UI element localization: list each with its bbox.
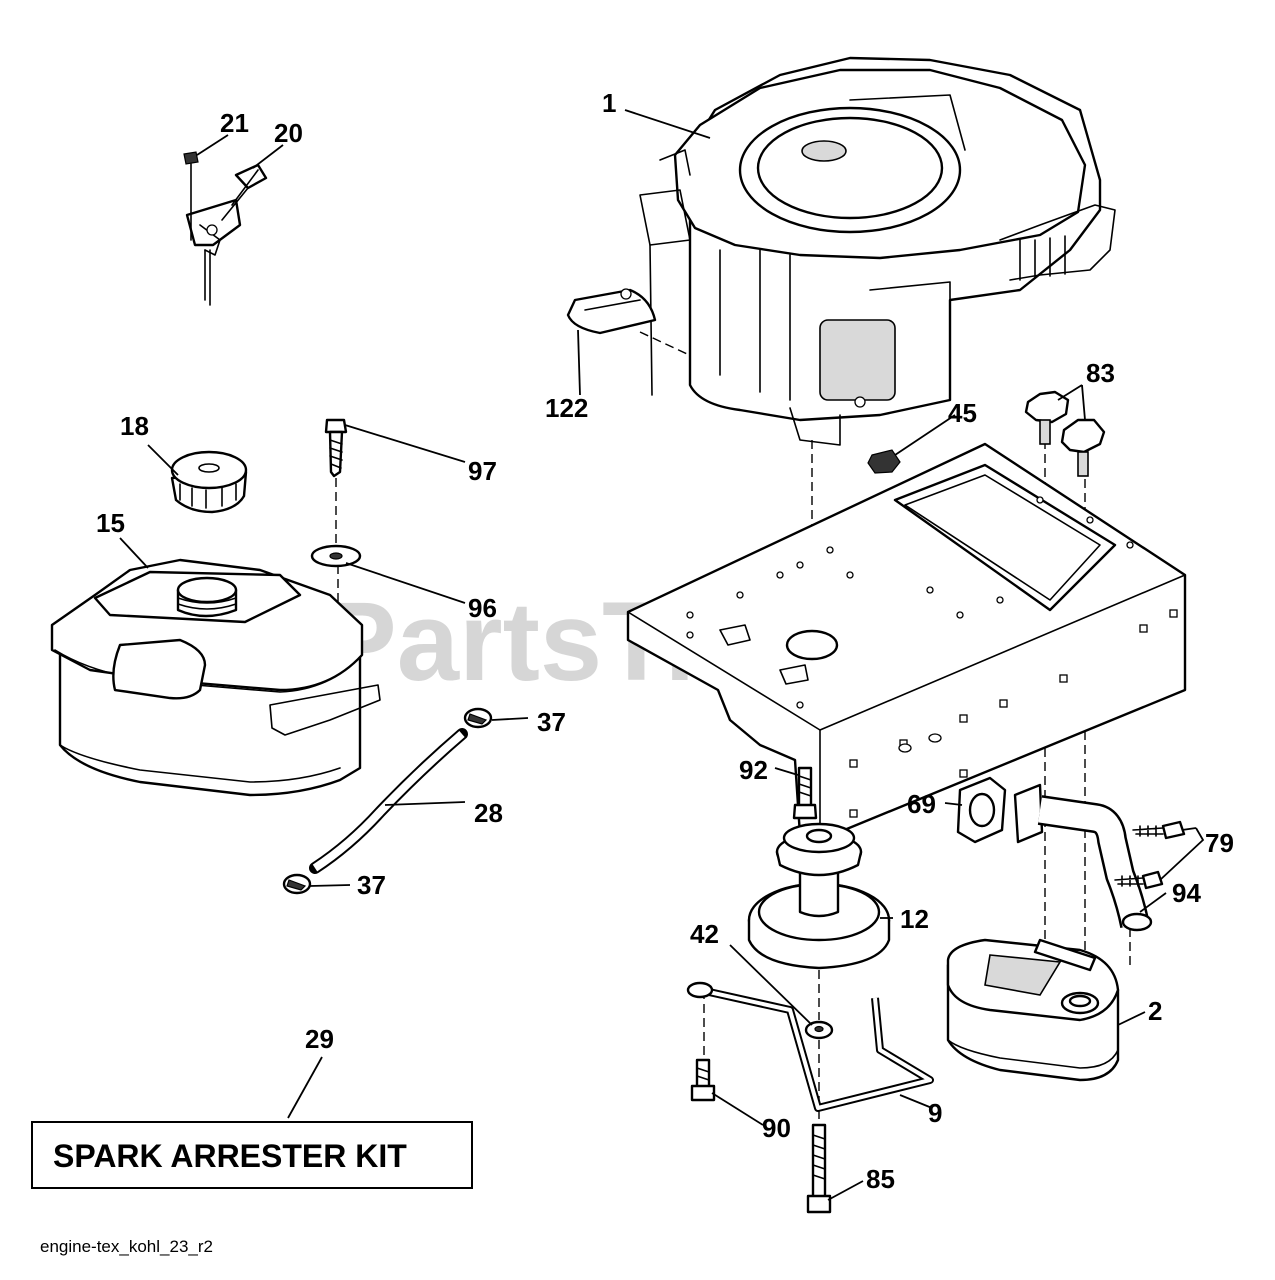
part-15-fuel-tank bbox=[50, 558, 381, 797]
callout-90: 90 bbox=[762, 1113, 791, 1143]
callout-20: 20 bbox=[274, 118, 303, 148]
callout-45: 45 bbox=[948, 398, 977, 428]
callout-15: 15 bbox=[96, 508, 125, 538]
part-92-bolt bbox=[792, 766, 818, 820]
part-28-fuel-line bbox=[309, 728, 468, 874]
callout-37-upper: 37 bbox=[537, 707, 566, 737]
callout-37-lower: 37 bbox=[357, 870, 386, 900]
callout-1: 1 bbox=[602, 88, 616, 118]
engine-deck-frame bbox=[626, 442, 1187, 842]
part-122-strap bbox=[566, 288, 657, 335]
part-90-bolt bbox=[690, 1058, 716, 1102]
part-69-gasket bbox=[956, 776, 1007, 844]
part-79-screws bbox=[1114, 820, 1186, 890]
callout-29: 29 bbox=[305, 1024, 334, 1054]
callout-9: 9 bbox=[928, 1098, 942, 1128]
part-37-clamp-upper bbox=[463, 707, 493, 729]
engine bbox=[639, 56, 1116, 446]
callout-21: 21 bbox=[220, 108, 249, 138]
callout-83: 83 bbox=[1086, 358, 1115, 388]
spark-arrester-kit-box: SPARK ARRESTER KIT bbox=[31, 1121, 473, 1189]
spark-arrester-kit-label: SPARK ARRESTER KIT bbox=[53, 1138, 407, 1174]
part-2-muffler bbox=[946, 938, 1120, 1082]
part-94-exhaust-pipe bbox=[1013, 783, 1153, 932]
part-12-pulley bbox=[747, 822, 891, 970]
part-20-throttle-control bbox=[185, 163, 268, 306]
callout-97: 97 bbox=[468, 456, 497, 486]
callout-92: 92 bbox=[739, 755, 768, 785]
part-18-fuel-cap bbox=[170, 450, 248, 514]
callout-28: 28 bbox=[474, 798, 503, 828]
callout-94: 94 bbox=[1172, 878, 1201, 908]
callout-79: 79 bbox=[1205, 828, 1234, 858]
leader-lines bbox=[119, 109, 1205, 1201]
part-97-screw bbox=[324, 418, 348, 478]
callout-69: 69 bbox=[907, 789, 936, 819]
diagram-filename: engine-tex_kohl_23_r2 bbox=[40, 1237, 213, 1256]
callout-18: 18 bbox=[120, 411, 149, 441]
part-37-clamp-lower bbox=[282, 873, 312, 895]
part-85-bolt bbox=[806, 1123, 832, 1214]
part-42-washer bbox=[804, 1020, 834, 1040]
callout-85: 85 bbox=[866, 1164, 895, 1194]
part-96-washer bbox=[310, 544, 362, 568]
part-9-rod bbox=[686, 981, 934, 1112]
callout-96: 96 bbox=[468, 593, 497, 623]
callouts: 1 2 9 12 15 18 20 21 28 29 37 37 42 45 6… bbox=[96, 88, 1234, 1194]
callout-42: 42 bbox=[690, 919, 719, 949]
part-45-nut bbox=[867, 449, 901, 474]
callout-122: 122 bbox=[545, 393, 588, 423]
part-21-screw bbox=[183, 151, 199, 241]
callout-12: 12 bbox=[900, 904, 929, 934]
callout-2: 2 bbox=[1148, 996, 1162, 1026]
part-83-knobs bbox=[1024, 390, 1106, 477]
